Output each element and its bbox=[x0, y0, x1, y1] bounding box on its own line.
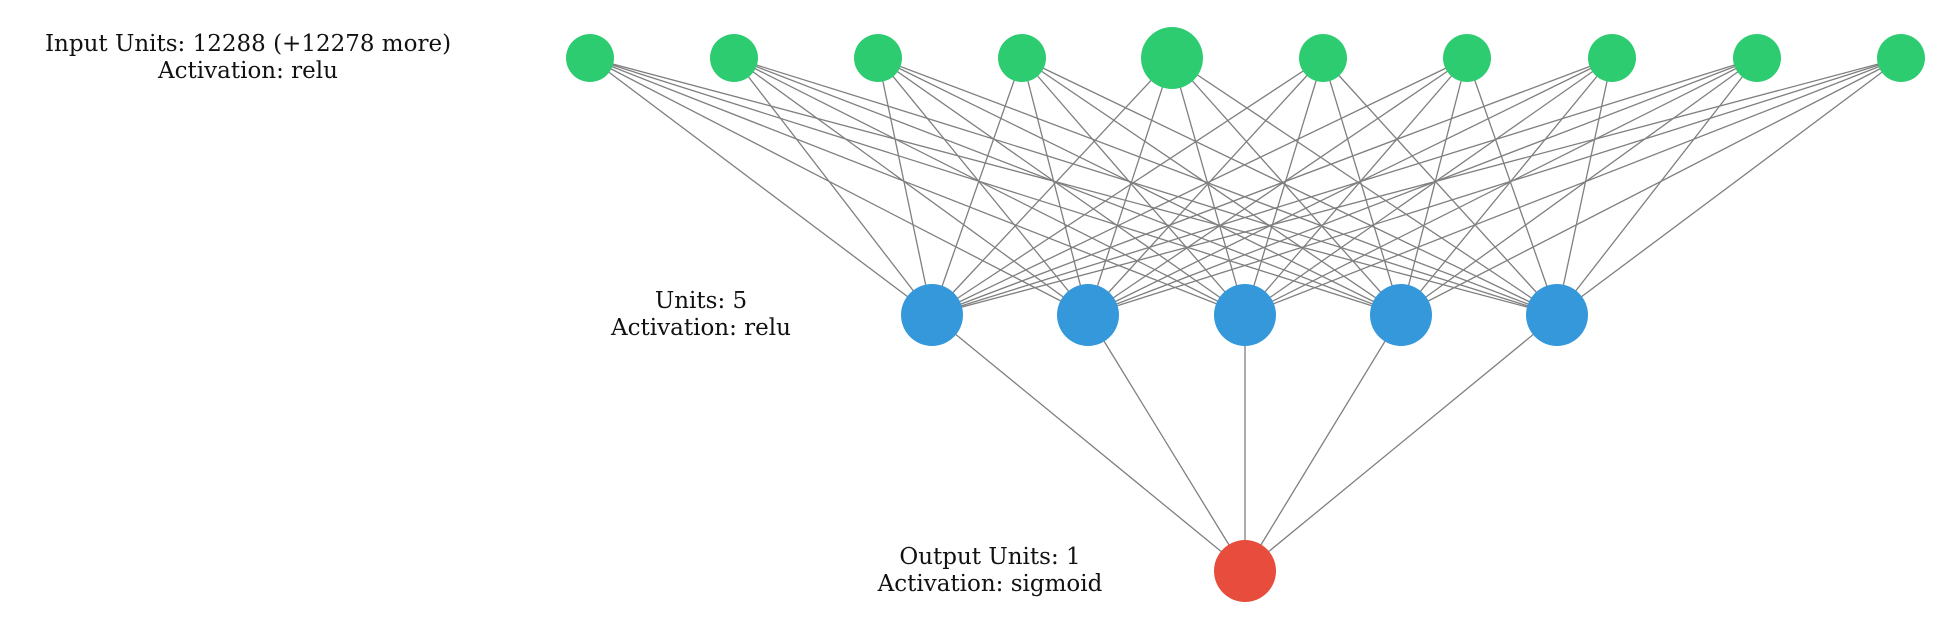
edge-input-4-to-hidden-0 bbox=[931, 57, 1173, 316]
edge-input-2-to-hidden-1 bbox=[877, 57, 1089, 316]
output-layer-activation-text: Activation: sigmoid bbox=[877, 571, 1103, 597]
edge-input-8-to-hidden-3 bbox=[1400, 57, 1758, 316]
edge-input-7-to-hidden-4 bbox=[1556, 57, 1613, 316]
input-node-1 bbox=[710, 34, 758, 82]
edge-input-2-to-hidden-4 bbox=[877, 57, 1558, 316]
edge-input-7-to-hidden-0 bbox=[931, 57, 1613, 316]
edge-input-7-to-hidden-2 bbox=[1244, 57, 1613, 316]
hidden-node-4 bbox=[1526, 284, 1588, 346]
edge-input-6-to-hidden-3 bbox=[1400, 57, 1468, 316]
input-node-3 bbox=[998, 34, 1046, 82]
edge-input-0-to-hidden-4 bbox=[589, 57, 1558, 316]
edge-input-7-to-hidden-1 bbox=[1087, 57, 1613, 316]
edge-input-0-to-hidden-2 bbox=[589, 57, 1246, 316]
edge-input-6-to-hidden-0 bbox=[931, 57, 1468, 316]
edge-input-2-to-hidden-0 bbox=[877, 57, 933, 316]
output-layer-label: Output Units: 1 Activation: sigmoid bbox=[877, 544, 1103, 597]
edge-input-0-to-hidden-3 bbox=[589, 57, 1402, 316]
edge-input-6-to-hidden-2 bbox=[1244, 57, 1468, 316]
edge-input-2-to-hidden-3 bbox=[877, 57, 1402, 316]
edge-hidden-0-to-output-0 bbox=[931, 314, 1246, 572]
input-layer-label: Input Units: 12288 (+12278 more) Activat… bbox=[45, 31, 451, 84]
edge-input-4-to-hidden-4 bbox=[1171, 57, 1558, 316]
input-layer-activation-text: Activation: relu bbox=[157, 58, 338, 84]
edge-input-5-to-hidden-4 bbox=[1322, 57, 1558, 316]
edge-input-9-to-hidden-3 bbox=[1400, 57, 1902, 316]
output-node-0 bbox=[1214, 540, 1276, 602]
edge-hidden-1-to-output-0 bbox=[1087, 314, 1246, 572]
input-node-0 bbox=[566, 34, 614, 82]
edge-input-7-to-hidden-3 bbox=[1400, 57, 1613, 316]
edge-input-3-to-hidden-0 bbox=[931, 57, 1023, 316]
edge-input-6-to-hidden-4 bbox=[1466, 57, 1558, 316]
edge-input-5-to-hidden-2 bbox=[1244, 57, 1324, 316]
hidden-layer-activation-text: Activation: relu bbox=[610, 315, 791, 341]
edge-input-1-to-hidden-2 bbox=[733, 57, 1246, 316]
edge-input-9-to-hidden-2 bbox=[1244, 57, 1902, 316]
edge-input-6-to-hidden-1 bbox=[1087, 57, 1468, 316]
hidden-layer-units-text: Units: 5 bbox=[655, 288, 747, 314]
input-layer-units-text: Input Units: 12288 (+12278 more) bbox=[45, 31, 451, 57]
edge-input-9-to-hidden-1 bbox=[1087, 57, 1902, 316]
edge-input-1-to-hidden-0 bbox=[733, 57, 933, 316]
edge-hidden-3-to-output-0 bbox=[1244, 314, 1402, 572]
connection-edges bbox=[589, 57, 1902, 572]
hidden-layer-label: Units: 5 Activation: relu bbox=[610, 288, 791, 341]
edge-input-9-to-hidden-4 bbox=[1556, 57, 1902, 316]
input-node-7 bbox=[1588, 34, 1636, 82]
edge-input-3-to-hidden-4 bbox=[1021, 57, 1558, 316]
hidden-node-0 bbox=[901, 284, 963, 346]
edge-input-4-to-hidden-2 bbox=[1171, 57, 1246, 316]
edge-input-2-to-hidden-2 bbox=[877, 57, 1246, 316]
edge-input-1-to-hidden-1 bbox=[733, 57, 1089, 316]
output-layer-units-text: Output Units: 1 bbox=[899, 544, 1080, 570]
edge-input-3-to-hidden-3 bbox=[1021, 57, 1402, 316]
edge-input-5-to-hidden-3 bbox=[1322, 57, 1402, 316]
edge-input-8-to-hidden-0 bbox=[931, 57, 1758, 316]
input-node-6 bbox=[1443, 34, 1491, 82]
edge-input-8-to-hidden-4 bbox=[1556, 57, 1758, 316]
edge-hidden-4-to-output-0 bbox=[1244, 314, 1558, 572]
edge-input-4-to-hidden-1 bbox=[1087, 57, 1173, 316]
edge-input-0-to-hidden-1 bbox=[589, 57, 1089, 316]
edge-input-0-to-hidden-0 bbox=[589, 57, 933, 316]
edge-input-5-to-hidden-1 bbox=[1087, 57, 1324, 316]
input-node-9 bbox=[1877, 34, 1925, 82]
edge-input-1-to-hidden-3 bbox=[733, 57, 1402, 316]
hidden-node-1 bbox=[1057, 284, 1119, 346]
edge-input-3-to-hidden-1 bbox=[1021, 57, 1089, 316]
input-node-4 bbox=[1141, 27, 1203, 89]
input-node-8 bbox=[1733, 34, 1781, 82]
edge-input-9-to-hidden-0 bbox=[931, 57, 1902, 316]
edge-input-5-to-hidden-0 bbox=[931, 57, 1324, 316]
edge-input-8-to-hidden-2 bbox=[1244, 57, 1758, 316]
edge-input-4-to-hidden-3 bbox=[1171, 57, 1402, 316]
network-nodes bbox=[566, 27, 1925, 602]
hidden-node-2 bbox=[1214, 284, 1276, 346]
edge-input-3-to-hidden-2 bbox=[1021, 57, 1246, 316]
input-node-5 bbox=[1299, 34, 1347, 82]
edge-input-8-to-hidden-1 bbox=[1087, 57, 1758, 316]
input-node-2 bbox=[854, 34, 902, 82]
edge-input-1-to-hidden-4 bbox=[733, 57, 1558, 316]
hidden-node-3 bbox=[1370, 284, 1432, 346]
